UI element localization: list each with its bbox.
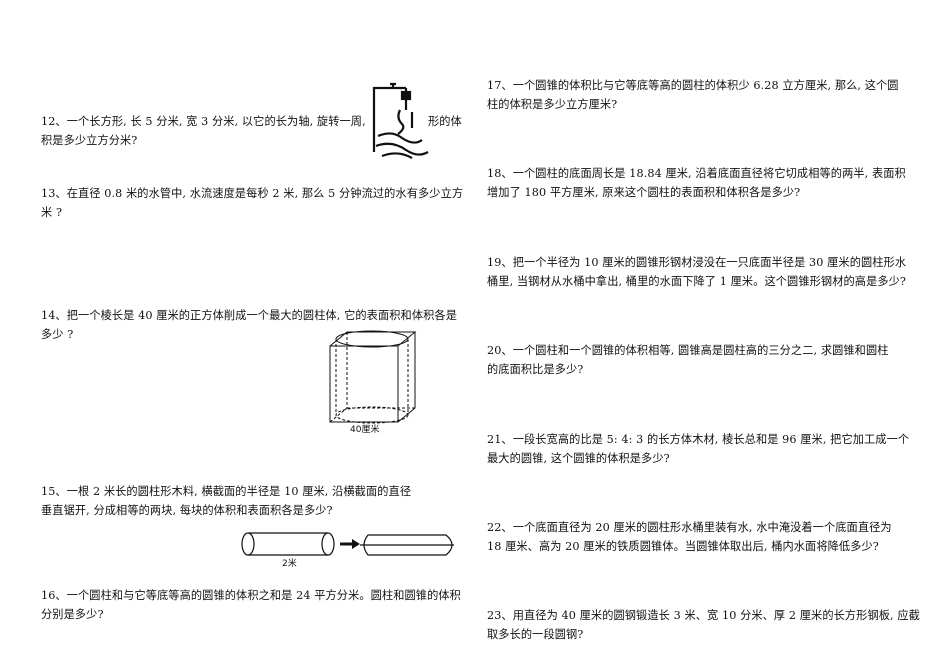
question-12-line-2: 积是多少立方分米?	[41, 134, 138, 147]
question-14: 14、把一个棱长是 40 厘米的正方体削成一个最大的圆柱体, 它的表面积和体积各…	[41, 306, 481, 344]
faucet-illustration	[372, 82, 429, 159]
question-17: 17、一个圆锥的体积比与它等底等高的圆柱的体积少 6.28 立方厘米, 那么, …	[487, 76, 927, 114]
question-20-line-1: 20、一个圆柱和一个圆锥的体积相等, 圆锥高是圆柱高的三分之二, 求圆锥和圆柱	[487, 344, 889, 357]
question-15: 15、一根 2 米长的圆柱形木料, 横截面的半径是 10 厘米, 沿横截面的直径…	[41, 482, 481, 520]
question-17-line-2: 柱的体积是多少立方厘米?	[487, 98, 618, 111]
question-22-line-1: 22、一个底面直径为 20 厘米的圆柱形水桶里装有水, 水中淹没着一个底面直径为	[487, 521, 892, 534]
question-17-line-1: 17、一个圆锥的体积比与它等底等高的圆柱的体积少 6.28 立方厘米, 那么, …	[487, 79, 899, 92]
question-19-line-1: 19、把一个半径为 10 厘米的圆锥形钢材浸没在一只底面半径是 30 厘米的圆柱…	[487, 256, 907, 269]
question-13: 13、在直径 0.8 米的水管中, 水流速度是每秒 2 米, 那么 5 分钟流过…	[41, 184, 481, 222]
cube-cylinder-figure: 40厘米	[329, 330, 417, 435]
question-23-line-1: 23、用直径为 40 厘米的圆钢锻造长 3 米、宽 10 分米、厚 2 厘米的长…	[487, 609, 920, 622]
question-15-line-2: 垂直锯开, 分成相等的两块, 每块的体积和表面积各是多少?	[41, 504, 333, 517]
question-22-line-2: 18 厘米、高为 20 厘米的铁质圆锥体。当圆锥体取出后, 桶内水面将降低多少?	[487, 540, 879, 553]
question-16-line-1: 16、一个圆柱和与它等底等高的圆锥的体积之和是 24 平方分米。圆柱和圆锥的体积	[41, 589, 461, 602]
cube-edge-label: 40厘米	[350, 423, 379, 435]
question-12-line-1: 12、一个长方形, 长 5 分米, 宽 3 分米, 以它的长为轴, 旋转一周,	[41, 115, 366, 128]
question-20-line-2: 的底面积比是多少?	[487, 363, 584, 376]
question-21: 21、一段长宽高的比是 5: 4: 3 的长方体木材, 棱长总和是 96 厘米,…	[487, 430, 927, 468]
question-14-line-2: 多少 ?	[41, 328, 74, 341]
question-18-line-1: 18、一个圆柱的底面周长是 18.84 厘米, 沿着底面直径将它切成相等的两半,…	[487, 167, 906, 180]
question-12: 12、一个长方形, 长 5 分米, 宽 3 分米, 以它的长为轴, 旋转一周, …	[41, 112, 471, 150]
question-18-line-2: 增加了 180 平方厘米, 原来这个圆柱的表面积和体积各是多少?	[487, 186, 801, 199]
question-20: 20、一个圆柱和一个圆锥的体积相等, 圆锥高是圆柱高的三分之二, 求圆锥和圆柱 …	[487, 341, 927, 379]
question-21-line-1: 21、一段长宽高的比是 5: 4: 3 的长方体木材, 棱长总和是 96 厘米,…	[487, 433, 910, 446]
question-16-line-2: 分别是多少?	[41, 608, 104, 621]
question-13-line-1: 13、在直径 0.8 米的水管中, 水流速度是每秒 2 米, 那么 5 分钟流过…	[41, 187, 464, 200]
question-21-line-2: 最大的圆锥, 这个圆锥的体积是多少?	[487, 452, 670, 465]
question-15-line-1: 15、一根 2 米长的圆柱形木料, 横截面的半径是 10 厘米, 沿横截面的直径	[41, 485, 412, 498]
question-19-line-2: 桶里, 当钢材从水桶中拿出, 桶里的水面下降了 1 厘米。这个圆锥形钢材的高是多…	[487, 275, 907, 288]
question-14-line-1: 14、把一个棱长是 40 厘米的正方体削成一个最大的圆柱体, 它的表面积和体积各…	[41, 309, 457, 322]
log-length-label: 2米	[282, 557, 297, 569]
question-22: 22、一个底面直径为 20 厘米的圆柱形水桶里装有水, 水中淹没着一个底面直径为…	[487, 518, 927, 556]
question-12-tail: 形的体	[428, 115, 462, 128]
question-23: 23、用直径为 40 厘米的圆钢锻造长 3 米、宽 10 分米、厚 2 厘米的长…	[487, 606, 927, 644]
question-19: 19、把一个半径为 10 厘米的圆锥形钢材浸没在一只底面半径是 30 厘米的圆柱…	[487, 253, 937, 291]
question-18: 18、一个圆柱的底面周长是 18.84 厘米, 沿着底面直径将它切成相等的两半,…	[487, 164, 927, 202]
question-13-line-2: 米 ?	[41, 206, 63, 219]
log-cut-figure: 2米	[241, 532, 454, 569]
question-23-line-2: 取多长的一段圆钢?	[487, 628, 584, 641]
question-16: 16、一个圆柱和与它等底等高的圆锥的体积之和是 24 平方分米。圆柱和圆锥的体积…	[41, 586, 481, 624]
